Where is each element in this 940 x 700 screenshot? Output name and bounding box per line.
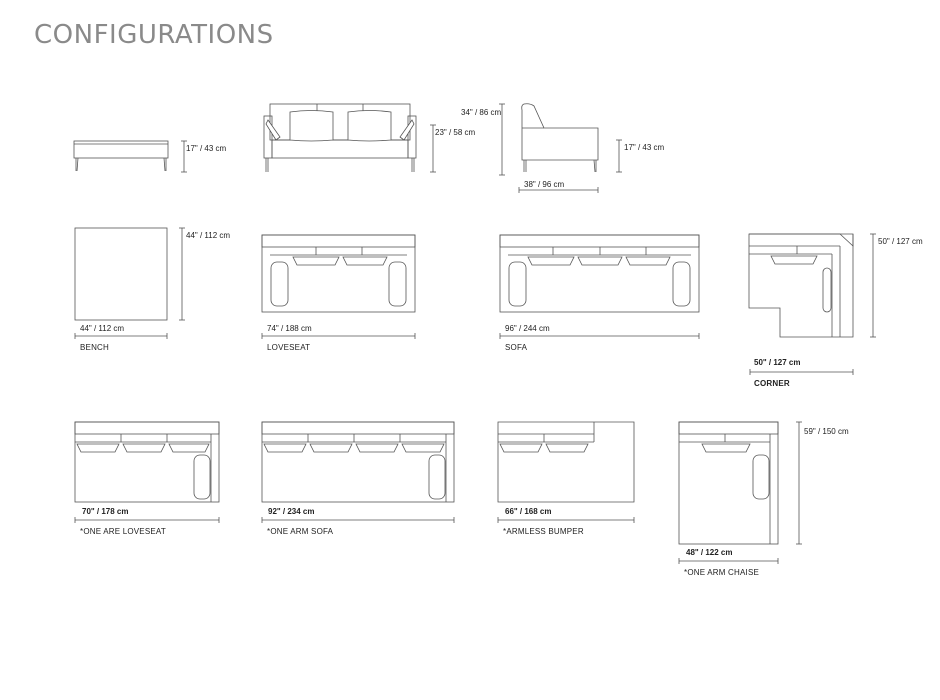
bench-width-label: 44" / 112 cm bbox=[80, 324, 125, 333]
sofa-plan bbox=[499, 234, 700, 313]
armless-bumper-width-label: 66" / 168 cm bbox=[505, 507, 552, 516]
one-arm-chaise-depth-dimension bbox=[796, 421, 802, 545]
loveseat-plan bbox=[261, 234, 416, 313]
sofa-width-dimension bbox=[499, 333, 700, 339]
sofa-front-elevation bbox=[263, 103, 417, 172]
sofa-back-height-dimension bbox=[499, 103, 505, 176]
sofa-seat-height-dimension bbox=[430, 124, 436, 173]
bench-elevation bbox=[73, 140, 169, 172]
armless-bumper-width-dimension bbox=[497, 517, 635, 523]
sofa-name: SOFA bbox=[505, 343, 528, 352]
sofa-back-height-label: 34" / 86 cm bbox=[461, 108, 502, 117]
armless-bumper-plan bbox=[497, 421, 635, 503]
sofa-width-label: 96" / 244 cm bbox=[505, 324, 550, 333]
side-height-dimension bbox=[616, 139, 622, 173]
corner-depth-label: 50" / 127 cm bbox=[878, 237, 923, 246]
one-arm-sofa-plan bbox=[261, 421, 455, 503]
one-arm-chaise-plan bbox=[678, 421, 779, 545]
corner-depth-dimension bbox=[870, 233, 876, 338]
side-height-label: 17" / 43 cm bbox=[624, 143, 665, 152]
bench-plan bbox=[74, 227, 168, 321]
sofa-seat-height-label: 23" / 58 cm bbox=[435, 128, 476, 137]
sofa-side-elevation bbox=[521, 103, 599, 173]
armless-bumper-name: *ARMLESS BUMPER bbox=[503, 527, 584, 536]
side-depth-dimension bbox=[518, 187, 599, 193]
page-title: CONFIGURATIONS bbox=[34, 20, 274, 50]
one-arm-loveseat-plan bbox=[74, 421, 220, 503]
corner-width-dimension bbox=[749, 369, 854, 375]
one-arm-sofa-name: *ONE ARM SOFA bbox=[267, 527, 334, 536]
one-arm-chaise-depth-label: 59" / 150 cm bbox=[804, 427, 849, 436]
loveseat-width-label: 74" / 188 cm bbox=[267, 324, 312, 333]
bench-width-dimension bbox=[74, 333, 168, 339]
one-arm-loveseat-width-dimension bbox=[74, 517, 220, 523]
bench-depth-dimension bbox=[179, 227, 185, 321]
loveseat-name: LOVESEAT bbox=[267, 343, 311, 352]
one-arm-chaise-width-label: 48" / 122 cm bbox=[686, 548, 733, 557]
bench-height-label: 17" / 43 cm bbox=[186, 144, 227, 153]
bench-height-dimension bbox=[181, 140, 187, 173]
bench-depth-label: 44" / 112 cm bbox=[186, 231, 231, 240]
one-arm-sofa-width-label: 92" / 234 cm bbox=[268, 507, 315, 516]
corner-width-label: 50" / 127 cm bbox=[754, 358, 801, 367]
one-arm-loveseat-name: *ONE ARE LOVESEAT bbox=[80, 527, 166, 536]
one-arm-chaise-width-dimension bbox=[678, 558, 779, 564]
corner-plan bbox=[748, 233, 854, 338]
one-arm-loveseat-width-label: 70" / 178 cm bbox=[82, 507, 129, 516]
loveseat-width-dimension bbox=[261, 333, 416, 339]
bench-name: BENCH bbox=[80, 343, 110, 352]
corner-name: CORNER bbox=[754, 379, 790, 388]
side-depth-label: 38" / 96 cm bbox=[524, 180, 565, 189]
one-arm-sofa-width-dimension bbox=[261, 517, 455, 523]
one-arm-chaise-name: *ONE ARM CHAISE bbox=[684, 568, 760, 577]
